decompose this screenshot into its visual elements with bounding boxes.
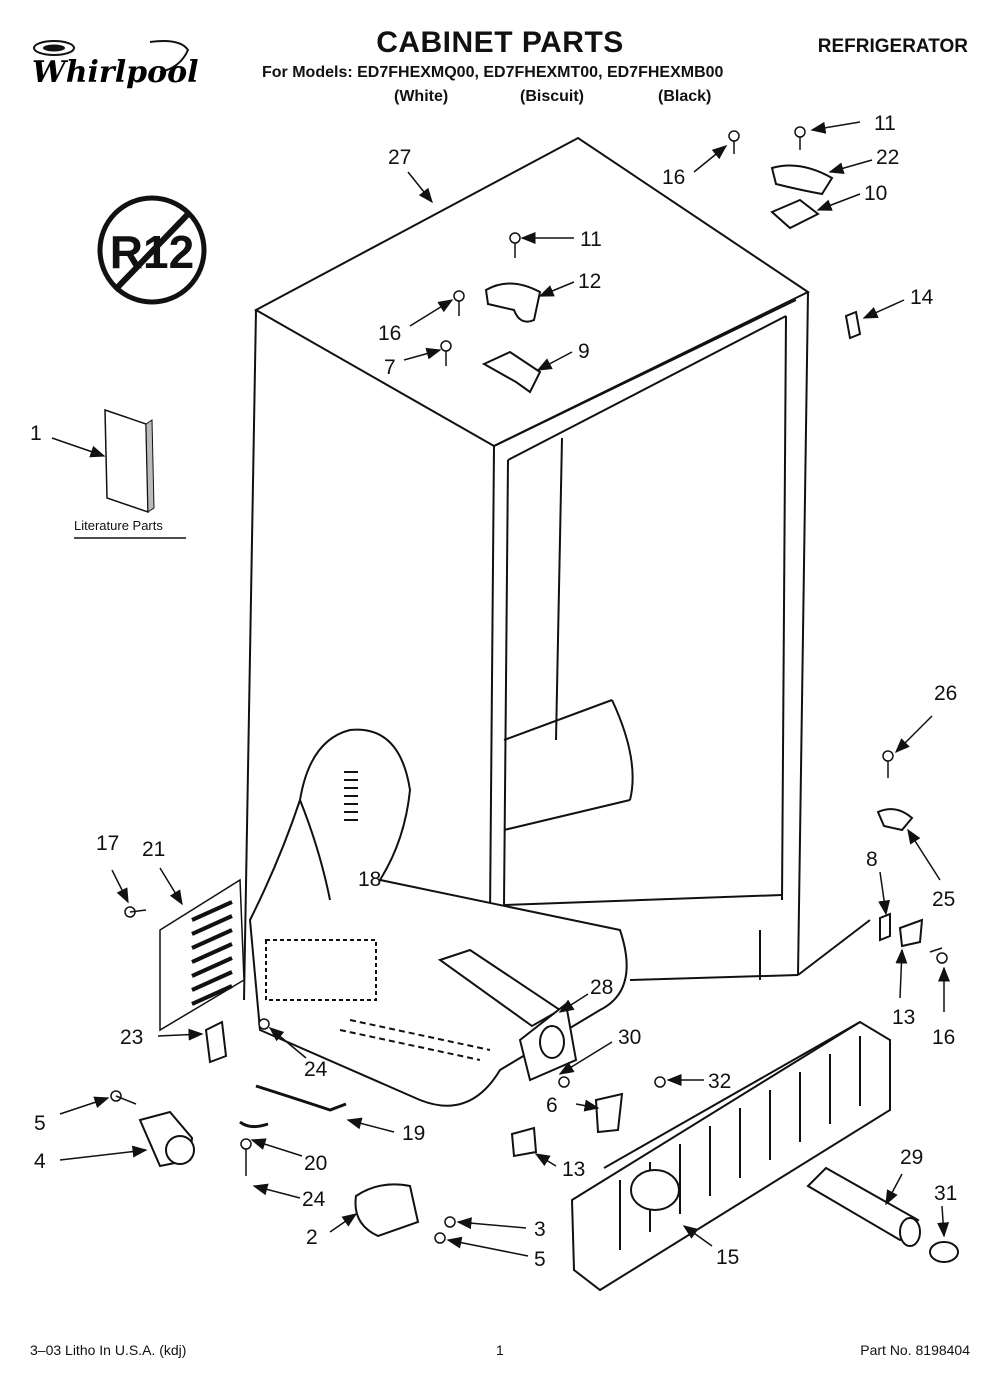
callout-24-upper: 24 (304, 1058, 328, 1081)
color-white: (White) (394, 88, 449, 105)
callout-27: 27 (388, 146, 411, 169)
callout-16-right: 16 (932, 1026, 955, 1049)
footer-print-info: 3–03 Litho In U.S.A. (kdj) (30, 1342, 187, 1358)
top-hinge-center (481, 282, 542, 394)
callout-13-center: 13 (562, 1158, 585, 1181)
callout-6: 6 (546, 1094, 558, 1117)
callout-11-top: 11 (874, 112, 896, 135)
callout-29: 29 (900, 1146, 923, 1169)
water-tube (239, 1084, 347, 1129)
hinge-pin-cover (844, 310, 862, 340)
callout-19: 19 (402, 1122, 425, 1145)
callout-30: 30 (618, 1026, 641, 1049)
rear-grille-panel (159, 878, 245, 1032)
rollers-and-brackets (138, 1020, 624, 1238)
callout-24-lower: 24 (302, 1188, 326, 1211)
callout-8: 8 (866, 848, 878, 871)
callout-4: 4 (34, 1150, 46, 1173)
page-title: CABINET PARTS (376, 26, 624, 59)
footer-page-number: 1 (496, 1342, 504, 1358)
lower-hinge (876, 808, 924, 948)
callout-11-center: 11 (580, 228, 602, 251)
callout-13-right: 13 (892, 1006, 915, 1029)
callout-32: 32 (708, 1070, 731, 1093)
callout-2: 2 (306, 1226, 318, 1249)
filter-cap (929, 1241, 959, 1263)
callout-16-top: 16 (662, 166, 685, 189)
callout-1: 1 (30, 422, 42, 445)
callout-9: 9 (578, 340, 590, 363)
callout-25: 25 (932, 888, 955, 911)
callout-numbers: 27 11 22 16 10 11 12 16 9 7 14 1 26 25 8… (30, 112, 957, 1271)
callout-22: 22 (876, 146, 899, 169)
callout-5-left: 5 (34, 1112, 46, 1135)
callout-17: 17 (96, 832, 119, 855)
front-grille (570, 1020, 891, 1292)
literature-parts-label: Literature Parts (74, 518, 163, 533)
callout-26: 26 (934, 682, 957, 705)
footer-part-number: Part No. 8198404 (860, 1342, 970, 1358)
color-black: (Black) (658, 88, 712, 105)
models-line: For Models: ED7FHEXMQ00, ED7FHEXMT00, ED… (262, 64, 724, 81)
top-hinge-right (770, 164, 834, 230)
coil-spring (344, 771, 358, 821)
no-r12-badge: R12 (97, 195, 207, 305)
callout-leaders (51, 121, 950, 1257)
screws (110, 126, 948, 1244)
callout-21: 21 (142, 838, 165, 861)
callout-23: 23 (120, 1026, 143, 1049)
callout-7: 7 (384, 356, 396, 379)
callout-14: 14 (910, 286, 934, 309)
brand-name: Whirlpool (32, 55, 199, 90)
callout-20: 20 (304, 1152, 327, 1175)
filter-housing (437, 948, 578, 1082)
callout-28: 28 (590, 976, 613, 999)
water-filter (806, 1166, 921, 1247)
callout-10: 10 (864, 182, 887, 205)
callout-12: 12 (578, 270, 601, 293)
appliance-category: REFRIGERATOR (817, 36, 968, 57)
callout-5-bottom: 5 (534, 1248, 546, 1271)
literature-booklet (74, 408, 186, 539)
callout-18: 18 (358, 868, 381, 891)
callout-31: 31 (934, 1182, 957, 1205)
callout-15: 15 (716, 1246, 739, 1269)
callout-16-center: 16 (378, 322, 401, 345)
color-biscuit: (Biscuit) (520, 88, 584, 105)
whirlpool-logo: Whirlpool (30, 38, 200, 98)
callout-3: 3 (534, 1218, 546, 1241)
